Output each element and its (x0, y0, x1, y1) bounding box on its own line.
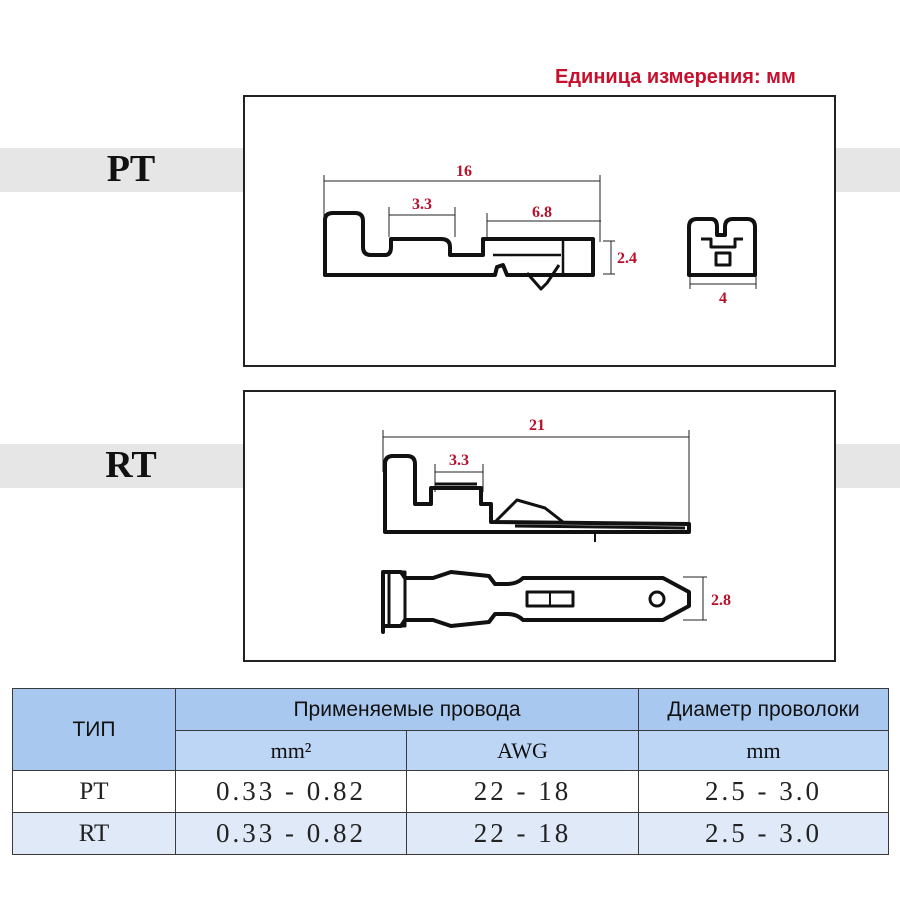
unit-label: Единица измерения: мм (555, 66, 796, 88)
mm2-subheader: mm² (175, 730, 407, 771)
row-mm2: 0.33 - 0.82 (175, 770, 407, 813)
pt-dim-height: 2.4 (617, 250, 637, 267)
row-awg: 22 - 18 (406, 812, 639, 855)
row-diameter: 2.5 - 3.0 (638, 770, 889, 813)
pt-dim-overall: 16 (456, 163, 472, 180)
rt-drawing-panel: 21 3.3 2.8 (243, 390, 836, 662)
rt-dim-crimp: 3.3 (449, 452, 469, 469)
row-awg: 22 - 18 (406, 770, 639, 813)
awg-subheader: AWG (406, 730, 639, 771)
table-row: PT 0.33 - 0.82 22 - 18 2.5 - 3.0 (12, 770, 889, 813)
spec-table: ТИП Применяемые провода Диаметр проволок… (12, 688, 889, 855)
pt-dim-width: 4 (719, 290, 727, 307)
pt-dim-contact: 6.8 (532, 204, 552, 221)
rt-dim-height: 2.8 (711, 592, 731, 609)
table-row: RT 0.33 - 0.82 22 - 18 2.5 - 3.0 (12, 812, 889, 855)
mm-subheader: mm (638, 730, 889, 771)
row-type: PT (12, 770, 176, 813)
pt-terminal-drawing: 16 3.3 6.8 2.4 4 (323, 163, 757, 307)
row-type: RT (12, 812, 176, 855)
row-mm2: 0.33 - 0.82 (175, 812, 407, 855)
row-diameter: 2.5 - 3.0 (638, 812, 889, 855)
wires-header: Применяемые провода (175, 688, 639, 731)
pt-drawing-panel: 16 3.3 6.8 2.4 4 (243, 95, 836, 367)
rt-label: RT (105, 444, 157, 486)
type-header: ТИП (12, 688, 176, 771)
diameter-header: Диаметр проволоки (638, 688, 889, 731)
rt-terminal-drawing: 21 3.3 2.8 (381, 417, 731, 634)
pt-label: PT (106, 148, 156, 190)
pt-dim-crimp: 3.3 (412, 196, 432, 213)
rt-dim-overall: 21 (529, 417, 545, 434)
